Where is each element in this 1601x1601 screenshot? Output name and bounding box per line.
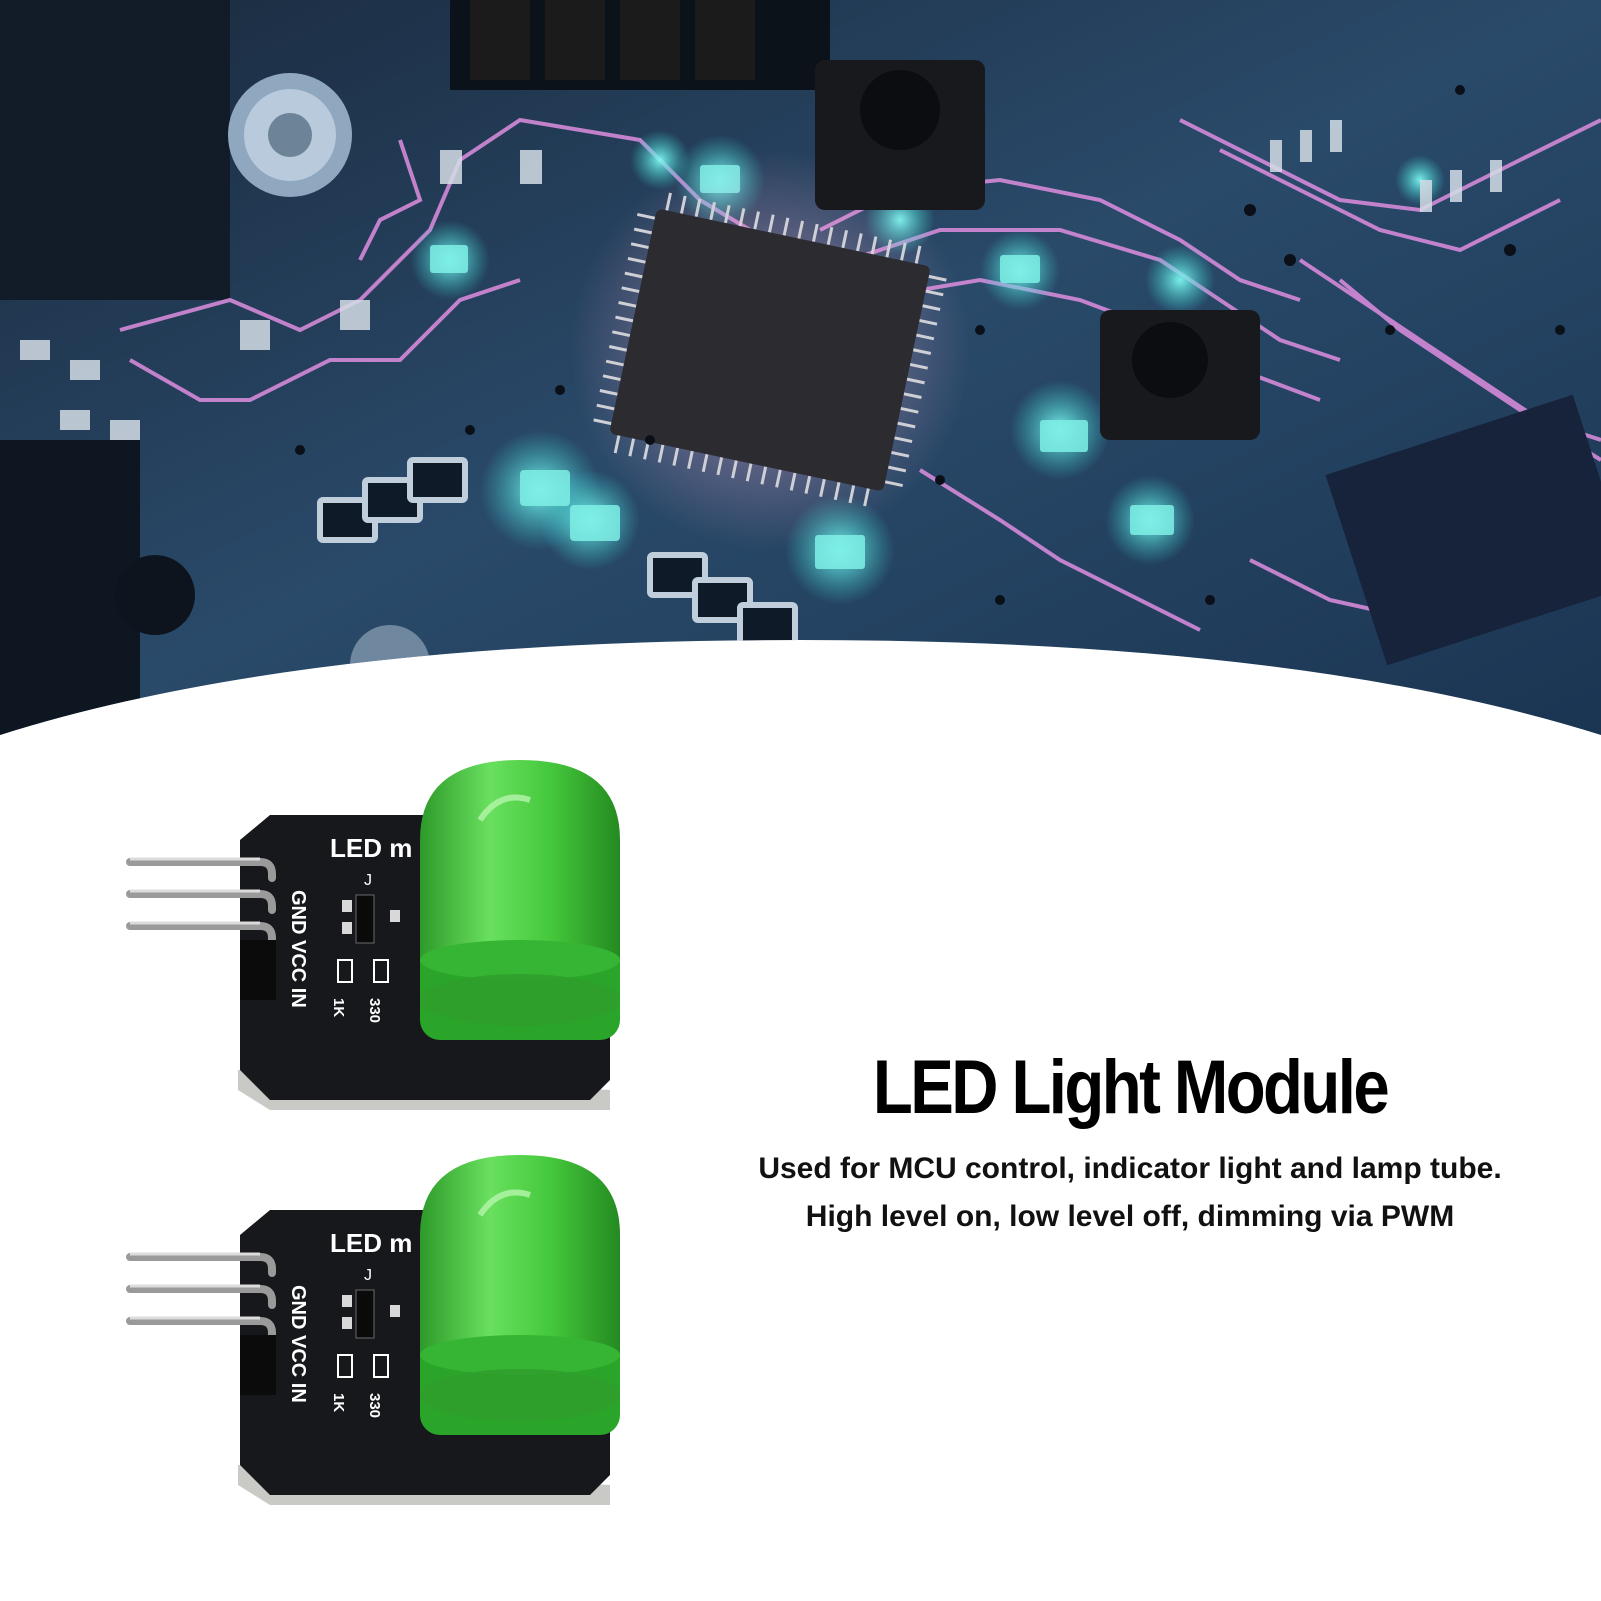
circuit-board-illustration [0,0,1601,735]
product-description-line-1: Used for MCU control, indicator light an… [758,1152,1502,1185]
board-r1-label: 1K [330,1393,347,1412]
product-description-line-2: High level on, low level off, dimming vi… [805,1200,1455,1233]
board-name-label: LED m [330,1228,412,1258]
board-r2-label: 330 [366,1393,383,1418]
board-r2-label: 330 [366,998,383,1023]
board-r1-label: 1K [330,998,347,1017]
product-title: LED Light Module [872,1045,1390,1130]
led-module-pcb-icon: LED m GND VCC IN 1K 330 J [126,1155,620,1505]
board-pins-label: GND VCC IN [287,890,309,1008]
led-module-image-2: LED m GND VCC IN 1K 330 J [120,1155,640,1545]
board-jumper-label: J [364,1267,372,1284]
led-module-pcb-icon: LED m GND VCC IN 1K 330 J [126,760,620,1110]
circuit-board-photo [0,0,1601,740]
board-name-label: LED m [330,833,412,863]
board-pins-label: GND VCC IN [287,1285,309,1403]
led-module-image-1: LED m GND VCC IN 1K 330 J [120,760,640,1150]
board-jumper-label: J [364,872,372,889]
